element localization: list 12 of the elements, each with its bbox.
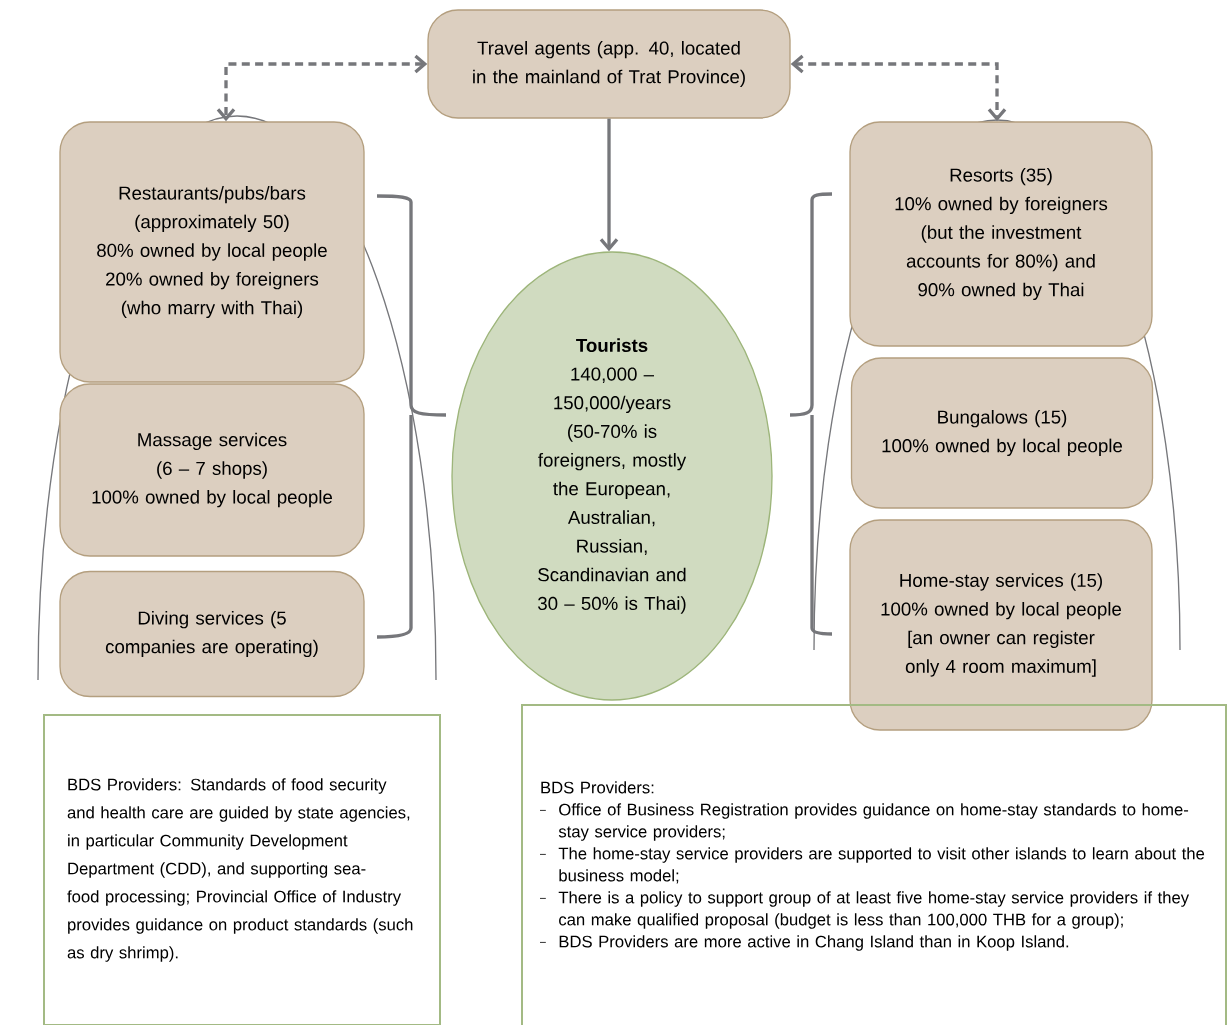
process-box: Massage services (6 – 7 shops) 100% owned by local people [59, 383, 365, 557]
process-box: Travel agents (app. 40, located in the mainland of Trat Province) [427, 9, 791, 119]
process-box: Home-stay services (15) 100% owned by local people [an owner can register only 4 room maximum] [849, 519, 1153, 731]
note-box: BDS Providers: Office of Business Registration provides guidance on home-stay standards to home-stay service providers; The home-stay service providers are supported to visit other islands to learn about the business model; There is a policy to support group of at least five home-stay service providers if they can make qualified proposal (budget is less than 100,000 THB for a group); BDS Providers are more active in Chang Island than in Koop Island. [521, 704, 1227, 1025]
arrow [216, 54, 428, 122]
arrow [790, 54, 1007, 122]
process-box: Diving services (5 companies are operating) [59, 570, 365, 698]
process-box: Resorts (35) 10% owned by foreigners (but the investment accounts for 80%) and 90% owned by Thai [849, 121, 1153, 347]
arrow [599, 118, 619, 252]
note-box: BDS Providers: Standards of food security and health care are guided by state agencies, in particular Community Development Department (CDD), and supporting sea-food processing; Provincial Office of Industry provides guidance on product standards (such as dry shrimp). [43, 714, 441, 1025]
process-box: Restaurants/pubs/bars (approximately 50) 80% owned by local people 20% owned by foreigners (who marry with Thai) [59, 121, 365, 383]
process-box: Bungalows (15) 100% owned by local people [850, 357, 1154, 509]
